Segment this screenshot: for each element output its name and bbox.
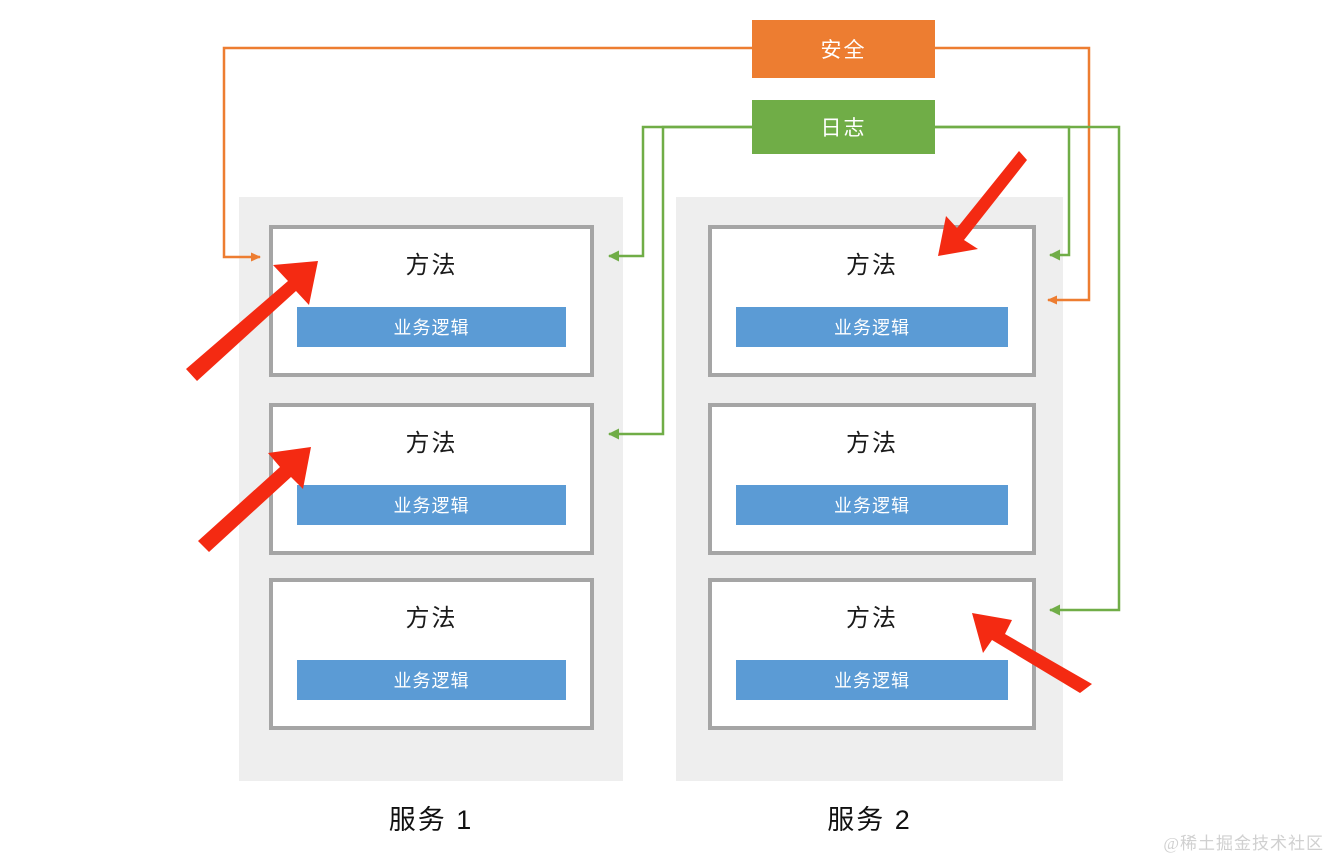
service-2-method-box-3[interactable]: 方法 业务逻辑: [708, 578, 1036, 730]
service-2-label: 服务 2: [827, 805, 912, 835]
business-logic-box[interactable]: 业务逻辑: [736, 660, 1008, 700]
method-title: 方法: [405, 605, 458, 632]
business-logic-box[interactable]: 业务逻辑: [736, 485, 1008, 525]
service-1-method-box-3[interactable]: 方法 业务逻辑: [269, 578, 594, 730]
service-2-method-box-2[interactable]: 方法 业务逻辑: [708, 403, 1036, 555]
service-2-method-box-1[interactable]: 方法 业务逻辑: [708, 225, 1036, 377]
method-title: 方法: [405, 430, 458, 457]
business-logic-box[interactable]: 业务逻辑: [736, 307, 1008, 347]
method-title: 方法: [405, 252, 458, 279]
security-aspect-box[interactable]: 安全: [752, 20, 935, 78]
method-title: 方法: [846, 430, 898, 457]
method-title: 方法: [846, 252, 898, 279]
method-title: 方法: [846, 605, 898, 632]
watermark: @稀土掘金技术社区: [1163, 834, 1324, 853]
log-aspect-box[interactable]: 日志: [752, 100, 935, 154]
business-logic-box[interactable]: 业务逻辑: [297, 660, 566, 700]
service-1-method-box-2[interactable]: 方法 业务逻辑: [269, 403, 594, 555]
business-logic-box[interactable]: 业务逻辑: [297, 307, 566, 347]
service-1-label: 服务 1: [388, 805, 474, 835]
service-1-method-box-1[interactable]: 方法 业务逻辑: [269, 225, 594, 377]
business-logic-box[interactable]: 业务逻辑: [297, 485, 566, 525]
